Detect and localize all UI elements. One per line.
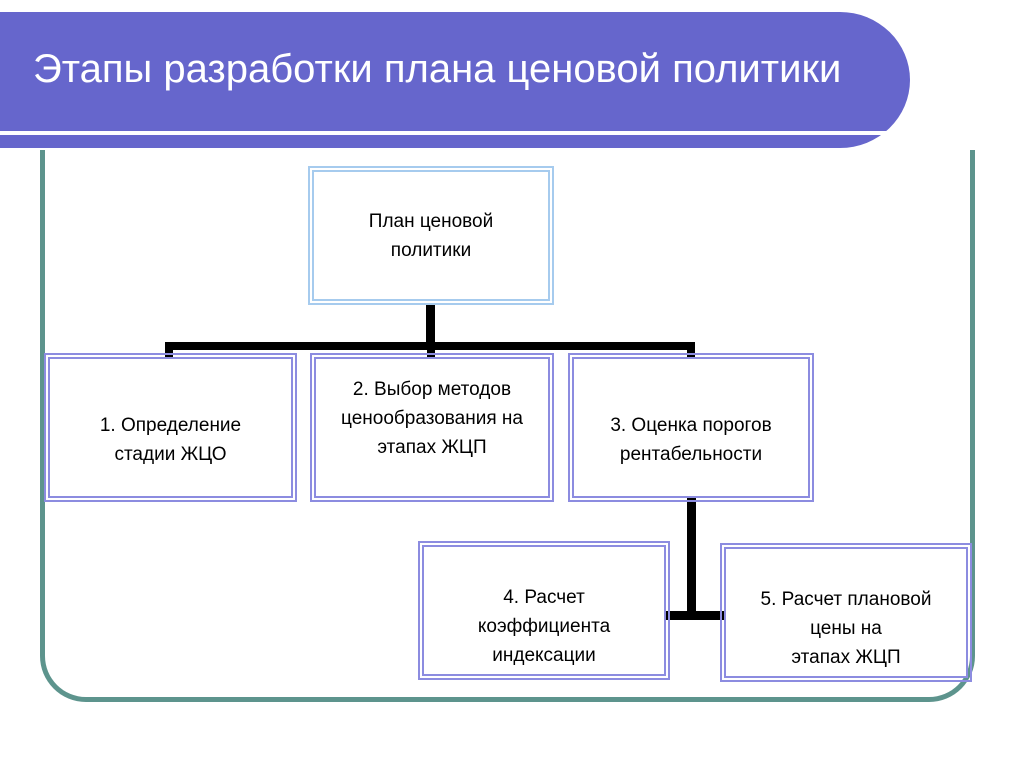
node-step-5-label: 5. Расчет плановой цены на этапах ЖЦП	[760, 589, 932, 668]
header-underline	[0, 131, 903, 135]
content-frame-border	[40, 150, 975, 702]
node-step-2[interactable]: 2. Выбор методов ценообразования на этап…	[310, 353, 554, 502]
node-step-3-label: 3. Оценка порогов рентабельности	[610, 415, 772, 465]
connector-root-stem	[426, 303, 435, 349]
node-step-4[interactable]: 4. Расчет коэффициента индексации	[418, 541, 670, 680]
node-step-1[interactable]: 1. Определение стадии ЖЦО	[44, 353, 297, 502]
node-root[interactable]: План ценовой политики	[308, 166, 554, 305]
connector-step3-stem	[687, 497, 696, 619]
connector-to-step1	[165, 342, 173, 359]
node-step-3[interactable]: 3. Оценка порогов рентабельности	[568, 353, 814, 502]
node-step-2-label: 2. Выбор методов ценообразования на этап…	[341, 379, 523, 458]
node-root-label: План ценовой политики	[368, 210, 494, 261]
slide-title: Этапы разработки плана ценовой политики	[33, 46, 842, 91]
node-step-4-label: 4. Расчет коэффициента индексации	[477, 587, 611, 666]
connector-step3-bus	[655, 611, 729, 620]
node-step-1-label: 1. Определение стадии ЖЦО	[99, 415, 242, 465]
connector-to-step3	[687, 342, 695, 359]
slide-header-band	[0, 12, 910, 148]
connector-to-step2	[427, 342, 435, 359]
node-step-5[interactable]: 5. Расчет плановой цены на этапах ЖЦП	[720, 543, 972, 682]
